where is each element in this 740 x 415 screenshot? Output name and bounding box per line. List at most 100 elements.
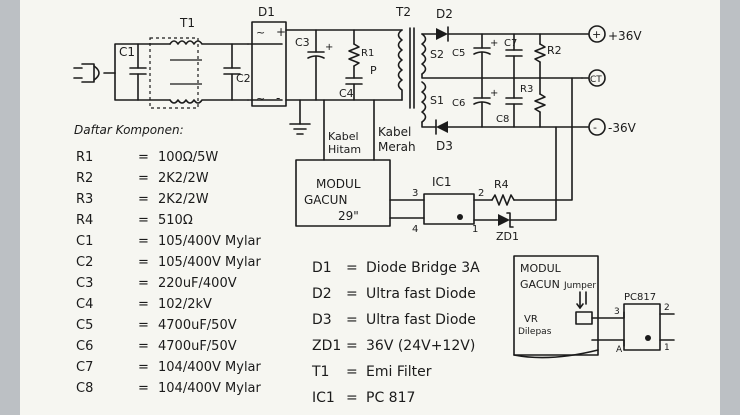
component-equals: =: [138, 150, 149, 165]
s1-label: S1: [430, 94, 444, 107]
ac-plug-icon: [73, 63, 116, 83]
legend-value: Diode Bridge 3A: [366, 260, 480, 276]
inset-pin1: 1: [664, 343, 670, 353]
c6-label: C6: [452, 98, 465, 109]
c1-capacitor: C1: [119, 43, 147, 101]
component-ref: C6: [76, 339, 93, 354]
component-value: 2K2/2W: [158, 192, 209, 207]
component-value: 105/400V Mylar: [158, 234, 262, 249]
right-margin: [720, 0, 740, 415]
zd1-label: ZD1: [496, 230, 519, 243]
dc-bus: [285, 29, 403, 101]
kabel-merah-2: Merah: [378, 140, 416, 154]
c5-label: C5: [452, 48, 465, 59]
component-value: 102/2kV: [158, 297, 212, 312]
inset-jumper: Jumper: [563, 281, 596, 291]
p-label: P: [370, 64, 377, 77]
zd1-zener: ZD1: [473, 126, 557, 243]
d1-plus: +: [276, 25, 286, 39]
component-ref: R2: [76, 171, 93, 186]
kabel-merah-1: Kabel: [378, 125, 411, 139]
component-equals: =: [138, 297, 149, 312]
component-value: 105/400V Mylar: [158, 255, 262, 270]
ic1-label: IC1: [432, 175, 452, 189]
component-value: 4700uF/50V: [158, 318, 237, 333]
t1-emi-filter: T1: [149, 16, 249, 109]
out-neg-symbol: -: [593, 121, 597, 134]
cable-labels: Kabel Hitam Kabel Merah: [323, 99, 416, 161]
c6-plus: +: [490, 88, 498, 99]
left-margin: [0, 0, 20, 415]
c3-capacitor: C3 +: [295, 29, 333, 101]
c7-label: C7: [504, 38, 517, 49]
c4-label: C4: [339, 87, 354, 100]
legend-ref: D1: [312, 260, 332, 276]
legend-ref: D2: [312, 286, 332, 302]
paper-sheet: C1 T1 C2 D1 ~ ~ + -: [20, 0, 720, 415]
legend-value: Ultra fast Diode: [366, 286, 476, 302]
components-title: Daftar Komponen:: [74, 123, 184, 137]
legend-ref: D3: [312, 312, 332, 328]
r4-resistor: R4: [473, 77, 573, 206]
c2-label: C2: [236, 72, 251, 85]
legend-equals: =: [346, 364, 358, 380]
legend-equals: =: [346, 260, 358, 276]
legend-value: Emi Filter: [366, 364, 432, 380]
out-pos-label: +36V: [608, 29, 642, 43]
output-terminals: + +36V CT - -36V: [581, 25, 642, 136]
component-ref: C8: [76, 381, 93, 396]
out-neg-label: -36V: [608, 121, 637, 135]
out-ct-label: CT: [590, 75, 602, 85]
inset-modul-2: GACUN: [520, 278, 560, 291]
modul-label-3: 29": [338, 209, 359, 223]
component-ref: R3: [76, 192, 93, 207]
legend-ref: ZD1: [312, 338, 341, 354]
ic1-pin2: 2: [478, 188, 484, 199]
legend-value: PC 817: [366, 390, 415, 406]
schematic-drawing: C1 T1 C2 D1 ~ ~ + -: [73, 5, 675, 406]
component-value: 4700uF/50V: [158, 339, 237, 354]
component-value: 510Ω: [158, 213, 193, 228]
component-value: 100Ω/5W: [158, 150, 218, 165]
r3-resistor: R3: [520, 77, 546, 128]
component-value: 2K2/2W: [158, 171, 209, 186]
component-equals: =: [138, 192, 149, 207]
ic1-pin4: 4: [412, 224, 418, 235]
components-list: R1=100Ω/5WR2=2K2/2WR3=2K2/2WR4=510ΩC1=10…: [76, 150, 262, 396]
d2-label: D2: [436, 7, 453, 21]
d1-minus: -: [276, 91, 280, 105]
inset-pinA: A: [616, 345, 623, 355]
component-equals: =: [138, 276, 149, 291]
c5-plus: +: [490, 38, 498, 49]
component-ref: R1: [76, 150, 93, 165]
r1-label: R1: [361, 48, 374, 59]
legend-value: 36V (24V+12V): [366, 338, 475, 354]
component-equals: =: [138, 234, 149, 249]
component-ref: C5: [76, 318, 93, 333]
d2-diode: D2: [436, 7, 589, 42]
component-ref: C4: [76, 297, 93, 312]
d1-tilde-bottom: ~: [256, 92, 265, 105]
inset-modul-1: MODUL: [520, 262, 562, 275]
legend-equals: =: [346, 312, 358, 328]
component-equals: =: [138, 255, 149, 270]
c1-label: C1: [119, 45, 135, 59]
t2-label: T2: [395, 5, 411, 19]
t2-transformer: T2 S2 S1: [395, 5, 444, 123]
t1-label: T1: [179, 16, 195, 30]
component-equals: =: [138, 318, 149, 333]
legend-equals: =: [346, 338, 358, 354]
legend-ref: T1: [311, 364, 329, 380]
d1-tilde-top: ~: [256, 26, 265, 39]
component-equals: =: [138, 381, 149, 396]
c7-capacitor: C7: [504, 33, 523, 79]
c8-capacitor: C8: [496, 77, 523, 128]
ic1-pin1: 1: [472, 224, 478, 235]
component-equals: =: [138, 171, 149, 186]
ic1-optocoupler: IC1 3 4 2 1: [389, 175, 484, 235]
c2-capacitor: C2: [223, 43, 251, 101]
ic1-pin3: 3: [412, 188, 418, 199]
r2-resistor: R2: [534, 33, 562, 79]
